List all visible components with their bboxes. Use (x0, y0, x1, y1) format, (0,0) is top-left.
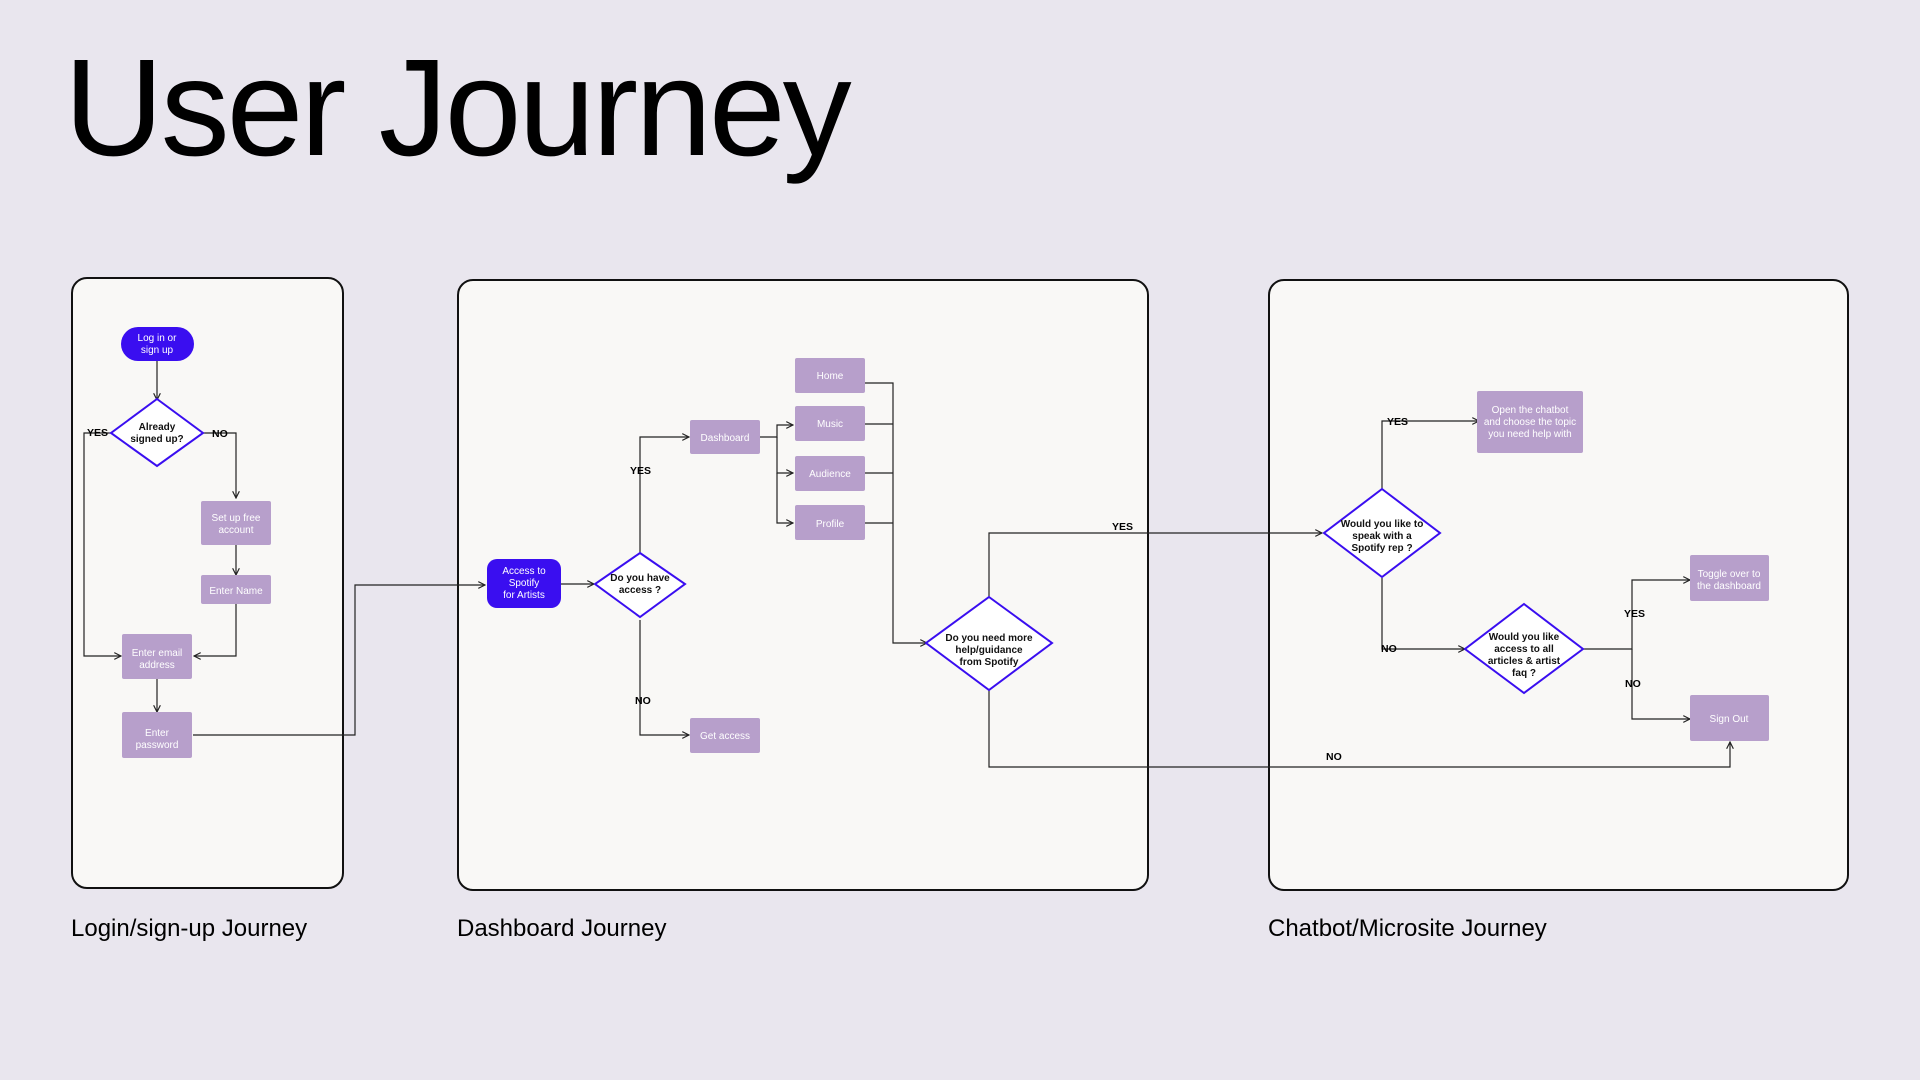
node-label: the dashboard (1697, 581, 1761, 592)
box-enter-email-address: Enter email address (122, 634, 192, 679)
start-node-log-in: Log in or sign up (121, 327, 194, 361)
label-no-access: NO (635, 695, 651, 707)
label-yes-access: YES (630, 465, 651, 477)
edge-help-yes (988, 533, 1322, 597)
label-no-help: NO (1326, 751, 1342, 763)
edge-articles-yes (1583, 580, 1690, 650)
node-label: address (139, 660, 175, 671)
decision-need-more-help: Do you need more help/guidance from Spot… (924, 595, 1054, 692)
node-label: and choose the topic (1484, 417, 1576, 428)
label-yes-articles: YES (1624, 608, 1645, 620)
decision-already-signed-up: Already signed up? (109, 397, 205, 468)
node-label: Access to (502, 566, 546, 577)
node-label: access ? (619, 585, 661, 596)
box-dashboard: Dashboard (690, 420, 760, 454)
edge-articles-no (1631, 649, 1690, 719)
label-no-signed-up: NO (212, 428, 228, 440)
node-label: Audience (809, 469, 851, 480)
node-label: articles & artist (1488, 656, 1561, 667)
node-label: Log in or (138, 333, 178, 344)
node-label: speak with a (1352, 531, 1412, 542)
edge-dashboard-to-audience (776, 437, 793, 473)
edge-help-no (988, 690, 1730, 768)
edge-signed-up-yes (83, 432, 121, 656)
edge-access-yes (639, 437, 689, 553)
node-label: Do you have (610, 573, 670, 584)
box-music: Music (795, 406, 865, 441)
node-label: Get access (700, 731, 750, 742)
node-label: Enter email (132, 648, 183, 659)
node-label: sign up (141, 345, 174, 356)
node-label: account (218, 525, 253, 536)
flow-edges (83, 359, 1730, 768)
label-no-rep: NO (1381, 643, 1397, 655)
edge-password-to-access (193, 585, 485, 736)
decision-speak-with-rep: Would you like to speak with a Spotify r… (1322, 487, 1442, 579)
node-label: Would you like to (1341, 519, 1424, 530)
edge-rep-no (1381, 578, 1465, 649)
label-yes-signed-up: YES (87, 427, 108, 439)
edge-rep-yes (1381, 421, 1479, 490)
node-label: Enter (145, 728, 170, 739)
node-label: Already (139, 422, 176, 433)
box-enter-password: Enter password (122, 712, 192, 758)
box-profile: Profile (795, 505, 865, 540)
edge-access-no (639, 620, 689, 735)
box-set-up-free-account: Set up free account (201, 501, 271, 545)
node-label: Home (817, 371, 844, 382)
node-label: Dashboard (701, 433, 750, 444)
edge-name-to-email (194, 603, 237, 656)
node-label: from Spotify (960, 657, 1019, 668)
box-sign-out: Sign Out (1690, 695, 1769, 741)
box-toggle-dashboard: Toggle over to the dashboard (1690, 555, 1769, 601)
node-label: for Artists (503, 590, 545, 601)
node-label: signed up? (130, 434, 183, 445)
decision-access-articles: Would you like access to all articles & … (1463, 602, 1585, 695)
box-audience: Audience (795, 456, 865, 491)
chatbot-journey-caption: Chatbot/Microsite Journey (1268, 915, 1547, 942)
box-get-access: Get access (690, 718, 760, 753)
label-no-articles: NO (1625, 678, 1641, 690)
node-label: Music (817, 419, 843, 430)
label-yes-help: YES (1112, 521, 1133, 533)
edge-signed-up-no (190, 432, 236, 498)
node-label: Sign Out (1710, 714, 1749, 725)
node-label: Would you like (1489, 632, 1560, 643)
node-label: Spotify (509, 578, 540, 589)
box-home: Home (795, 358, 865, 393)
node-label: Profile (816, 519, 845, 530)
decision-do-you-have-access: Do you have access ? (593, 551, 687, 619)
node-label: Spotify rep ? (1351, 543, 1412, 554)
branch-labels: YES NO YES NO YES NO YES NO YES NO (87, 416, 1645, 763)
node-label: help/guidance (955, 645, 1023, 656)
node-label: you need help with (1488, 429, 1571, 440)
edge-dashboard-to-profile (776, 473, 793, 523)
box-enter-name: Enter Name (201, 575, 271, 604)
edge-dashboard-to-home (760, 425, 793, 438)
node-label: Enter Name (209, 586, 263, 597)
node-label: Set up free (212, 513, 261, 524)
page-title: User Journey (64, 31, 852, 185)
label-yes-rep: YES (1387, 416, 1408, 428)
node-label: faq ? (1512, 668, 1536, 679)
node-label: password (136, 740, 179, 751)
node-label: Open the chatbot (1492, 405, 1569, 416)
node-label: access to all (1494, 644, 1554, 655)
node-label: Toggle over to (1698, 569, 1761, 580)
dashboard-journey-caption: Dashboard Journey (457, 915, 667, 942)
start-node-access-spotify: Access to Spotify for Artists (487, 559, 561, 608)
edge-pages-collector (865, 382, 927, 643)
node-label: Do you need more (945, 633, 1033, 644)
login-journey-caption: Login/sign-up Journey (71, 915, 308, 942)
box-open-chatbot: Open the chatbot and choose the topic yo… (1477, 391, 1583, 453)
